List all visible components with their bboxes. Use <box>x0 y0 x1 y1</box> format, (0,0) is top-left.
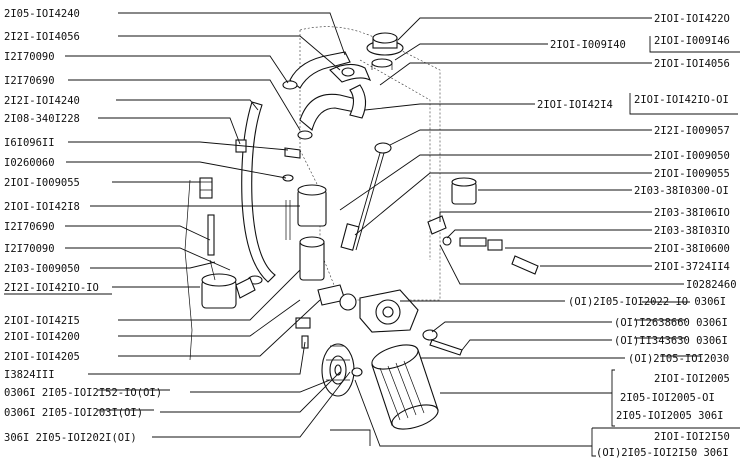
label-right-9: 2I03-38I0300-OI <box>634 185 729 197</box>
oil-pressure-sensor-icon <box>427 177 539 275</box>
label-left-0: 2I05-IOI4240 <box>4 8 80 20</box>
bracket-lines <box>330 36 740 457</box>
label-right-3: 2IOI-IOI4056 <box>654 58 730 70</box>
label-right-5: 2IOI-IOI42IO-OI <box>634 94 729 106</box>
label-left-11: I2I70090 <box>4 243 55 255</box>
label-right-8: 2IOI-I009055 <box>654 168 730 180</box>
label-left-1: 2I2I-IOI4056 <box>4 31 80 43</box>
label-left-5: 2I08-340I228 <box>4 113 80 125</box>
label-right-0: 2IOI-IOI422O <box>654 13 730 25</box>
label-left-8: 2IOI-I009055 <box>4 177 80 189</box>
label-left-19: 0306I 2I05-IOI203I(OI) <box>4 407 143 419</box>
label-right-18: (OI)2I05-IOI2030 <box>628 353 729 365</box>
label-left-14: 2IOI-IOI42I5 <box>4 315 80 327</box>
label-right-17: (OI)II343630 0306I <box>614 335 728 347</box>
oil-filter-icon <box>371 344 439 430</box>
label-left-2: I2I70090 <box>4 51 55 63</box>
oil-pump-icon <box>201 259 256 309</box>
label-left-15: 2IOI-IOI4200 <box>4 331 80 343</box>
label-left-18: 0306I 2I05-IOI2I52-IO(OI) <box>4 387 162 399</box>
filter-mount <box>317 284 463 356</box>
label-left-6: I6I096II <box>4 137 55 149</box>
label-right-12: 2IOI-38I0600 <box>654 243 730 255</box>
label-right-22: 2IOI-IOI2I50 <box>654 431 730 443</box>
label-right-1: 2IOI-I009I40 <box>550 39 626 51</box>
label-right-16: (OI)I2638660 0306I <box>614 317 728 329</box>
label-left-16: 2IOI-IOI4205 <box>4 351 80 363</box>
leader-lines-right <box>339 17 684 447</box>
label-right-2: 2IOI-I009I46 <box>654 35 730 47</box>
label-left-13: 2I2I-IOI42IO-IO <box>4 282 99 294</box>
label-left-3: I2I70690 <box>4 75 55 87</box>
label-right-6: 2I2I-I009057 <box>654 125 730 137</box>
oil-filler-cap-icon <box>366 32 404 70</box>
oil-dipstick-icon <box>340 142 392 251</box>
label-right-20: 2I05-IOI2005-OI <box>620 392 715 404</box>
hose-clamp-icon <box>247 67 355 285</box>
label-right-11: 2I03-38I03IO <box>654 225 730 237</box>
label-right-14: I0282460 <box>686 279 737 291</box>
label-right-19: 2IOI-IOI2005 <box>654 373 730 385</box>
labels-right: 2IOI-IOI422O 2IOI-I009I40 2IOI-I009I46 2… <box>537 13 737 459</box>
central-pump-body <box>285 184 327 349</box>
label-left-20: 306I 2I05-IOI202I(OI) <box>4 432 137 444</box>
label-right-7: 2IOI-I009050 <box>654 150 730 162</box>
label-strikes <box>98 301 700 411</box>
label-left-7: I0260060 <box>4 157 55 169</box>
label-right-13: 2IOI-3724II4 <box>654 261 730 273</box>
label-right-10: 2I03-38I06IO <box>654 207 730 219</box>
label-right-4: 2IOI-IOI42I4 <box>537 99 613 111</box>
label-left-12: 2I03-I009050 <box>4 263 80 275</box>
pulley-icon <box>321 343 363 397</box>
label-right-23: (OI)2I05-IOI2I50 306I <box>596 447 729 459</box>
label-left-9: 2IOI-IOI42I8 <box>4 201 80 213</box>
leader-lines-left <box>65 12 351 438</box>
label-left-4: 2I2I-IOI4240 <box>4 95 80 107</box>
label-left-10: I2I70690 <box>4 221 55 233</box>
label-right-21: 2I05-IOI2005 306I <box>616 410 723 422</box>
label-left-17: I3824III <box>4 369 55 381</box>
